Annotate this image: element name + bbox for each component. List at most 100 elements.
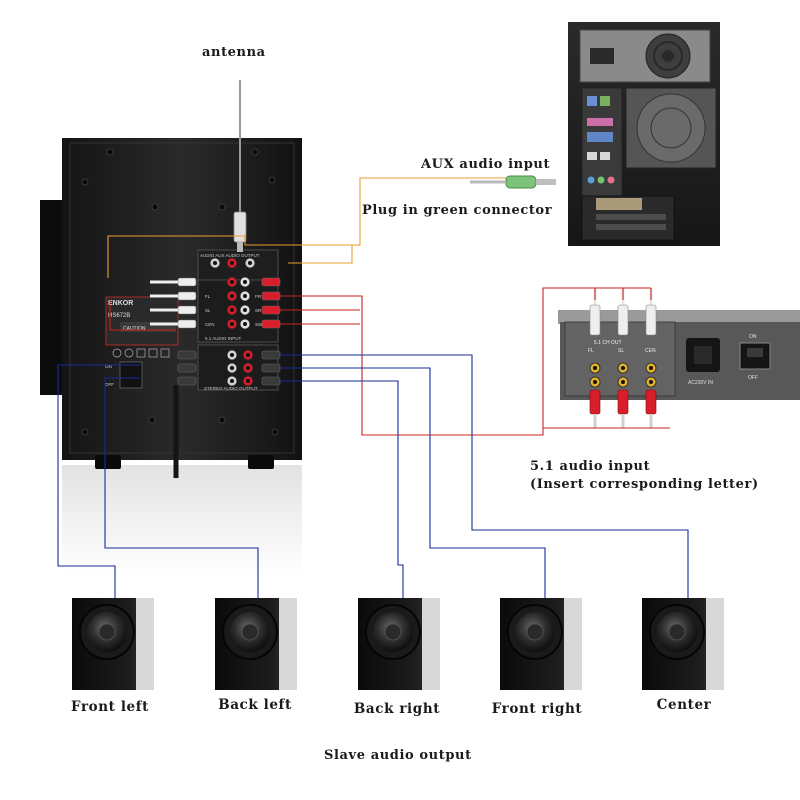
speaker-unit xyxy=(72,598,154,690)
surround-wire xyxy=(109,300,175,331)
rca-jack-center xyxy=(243,280,247,284)
rca-jack-center xyxy=(230,353,234,357)
input-51-note: (Insert corresponding letter) xyxy=(530,477,759,492)
source-jack-label: SL xyxy=(618,348,624,354)
input-51-label: 5.1 audio input xyxy=(530,459,651,474)
source-switch-on: ON xyxy=(749,334,757,340)
aux-plug xyxy=(470,175,556,189)
source-device: 5.1 CH OUT FL SL CEN AC230V IN ON OFF xyxy=(558,310,800,400)
white-rca-plug xyxy=(177,305,197,315)
rca-jack-center xyxy=(621,380,625,384)
model-text: HS672B xyxy=(108,313,130,319)
speaker-wire-center xyxy=(280,354,689,598)
certification-icons xyxy=(112,348,170,358)
aux-header-text: AUDIO AUX AUDIO OUTPUT xyxy=(200,253,260,258)
rating-plate xyxy=(105,296,179,346)
black-rca-plug xyxy=(177,363,197,373)
speaker-dust-cap xyxy=(241,623,259,641)
red-rca-plug xyxy=(261,305,281,315)
rca-jack-center xyxy=(649,366,653,370)
black-rca-plug xyxy=(177,376,197,386)
red-rca-plug xyxy=(589,389,601,415)
speaker-dust-cap xyxy=(526,623,544,641)
sub-jack-label-right: SR xyxy=(255,308,262,313)
speaker-unit xyxy=(358,598,440,690)
white-rca-plug xyxy=(645,304,657,336)
speaker-dust-cap xyxy=(668,623,686,641)
rca-jack-center xyxy=(243,294,247,298)
black-rca-plug xyxy=(261,363,281,373)
rca-jack-center xyxy=(230,280,234,284)
output-header-text: STEREO AUDIO OUTPUT xyxy=(204,386,258,391)
source-jack-label: FL xyxy=(588,348,594,354)
white-rca-plug xyxy=(589,304,601,336)
speaker-side xyxy=(564,598,582,690)
connection-wires xyxy=(57,177,689,598)
brand-text: ENKOR xyxy=(108,300,133,307)
black-rca-plug xyxy=(261,350,281,360)
speaker-label-front-right: Front right xyxy=(491,701,583,717)
black-rca-plug xyxy=(261,376,281,386)
black-rca-plug xyxy=(177,350,197,360)
rca-jack-center xyxy=(593,366,597,370)
rca-jack-center xyxy=(246,353,250,357)
aux-input-label: AUX audio input xyxy=(421,157,551,172)
speaker-label-back-left: Back left xyxy=(218,697,292,713)
sub-jack-label-left: FL xyxy=(205,294,211,299)
surround-wire xyxy=(280,287,651,436)
sub-jack-label-right: FR xyxy=(255,294,262,299)
red-rca-plug xyxy=(261,319,281,329)
red-rca-plug xyxy=(617,389,629,415)
red-rca-plug xyxy=(645,389,657,415)
switch-off-text: OFF xyxy=(105,382,114,387)
speaker-label-front-left: Front left xyxy=(71,699,149,715)
antenna-label: antenna xyxy=(202,45,266,60)
rca-jack-center xyxy=(246,366,250,370)
computer-tower xyxy=(568,22,720,246)
red-rca-plug xyxy=(261,277,281,287)
source-jacks xyxy=(589,288,657,428)
rca-jack-center xyxy=(593,380,597,384)
rca-jack-center xyxy=(230,261,234,265)
aux-wire xyxy=(107,177,506,278)
speaker-wire-back-left xyxy=(104,377,259,598)
rca-jack-center xyxy=(213,261,217,265)
rca-jack-center xyxy=(230,379,234,383)
rca-jack-center xyxy=(243,308,247,312)
source-header-text: 5.1 CH OUT xyxy=(594,340,622,346)
speaker-side xyxy=(279,598,297,690)
subwoofer-foot-left xyxy=(95,455,121,469)
rca-jack-center xyxy=(621,366,625,370)
white-rca-plug xyxy=(617,304,629,336)
subwoofer-reflection xyxy=(62,465,302,575)
speaker-wire-front-right xyxy=(280,367,546,598)
plug-green-label: Plug in green connector xyxy=(362,203,553,218)
red-rca-plug xyxy=(261,291,281,301)
rca-jack-center xyxy=(230,308,234,312)
speaker-label-center: Center xyxy=(656,697,712,713)
switch-on-text: ON xyxy=(105,364,112,369)
speaker-unit xyxy=(500,598,582,690)
rca-jack-center xyxy=(248,261,252,265)
speaker-dust-cap xyxy=(384,623,402,641)
slave-output-label: Slave audio output xyxy=(324,748,472,763)
speaker-side xyxy=(422,598,440,690)
source-power-label: AC230V IN xyxy=(688,380,713,386)
white-rca-plug xyxy=(177,319,197,329)
sub-jack-label-left: CEN xyxy=(205,322,215,327)
power-switch[interactable] xyxy=(119,361,143,389)
rca-jack-center xyxy=(649,380,653,384)
caution-text: CAUTION xyxy=(123,326,146,332)
aux-wire xyxy=(288,245,353,264)
speaker-label-back-right: Back right xyxy=(353,701,441,717)
surround-header-text: 5.1 AUDIO INPUT xyxy=(205,336,242,341)
speakers xyxy=(72,598,724,690)
speaker-side xyxy=(706,598,724,690)
subwoofer-foot-right xyxy=(248,455,274,469)
speaker-wire-front-left xyxy=(57,364,140,598)
rca-jack-center xyxy=(243,322,247,326)
speaker-dust-cap xyxy=(98,623,116,641)
speaker-side xyxy=(136,598,154,690)
rca-jack-center xyxy=(230,322,234,326)
rca-jack-center xyxy=(246,379,250,383)
